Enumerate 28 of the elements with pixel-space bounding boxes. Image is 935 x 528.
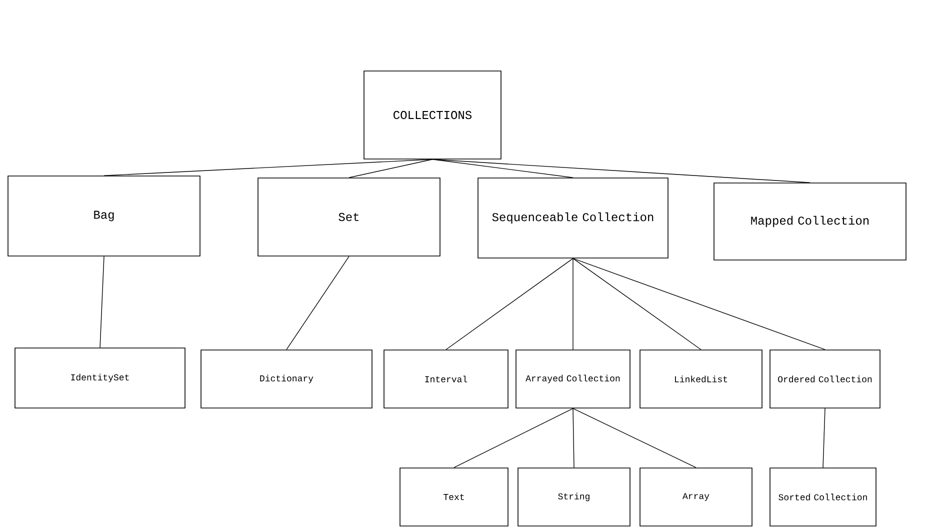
connector-line <box>286 256 350 350</box>
connector-line <box>572 258 702 350</box>
class-box: Sequenceable Collection <box>478 178 668 258</box>
class-box: Array <box>640 468 752 526</box>
class-box: Ordered Collection <box>770 350 880 408</box>
connector-line <box>104 159 433 176</box>
class-box: String <box>518 468 630 526</box>
class-box: Sorted Collection <box>770 468 876 526</box>
connector-line <box>572 408 574 468</box>
class-box: LinkedList <box>640 350 762 408</box>
connector-line <box>100 256 104 348</box>
connector-line <box>446 258 574 350</box>
class-box: Text <box>400 468 508 526</box>
connector-line <box>572 258 574 350</box>
class-box: Arrayed Collection <box>516 350 630 408</box>
class-box: Set <box>258 178 440 256</box>
class-box: Interval <box>384 350 508 408</box>
class-box: COLLECTIONS <box>364 70 502 160</box>
connector-line <box>572 408 696 468</box>
class-box: IdentitySet <box>14 348 186 408</box>
class-box: Dictionary <box>200 350 372 408</box>
connector-line <box>432 159 810 183</box>
class-box: Bag <box>8 176 200 256</box>
connector-line <box>454 408 574 468</box>
connector-line <box>348 159 433 178</box>
connector-line <box>572 258 826 350</box>
connector-line <box>822 408 826 468</box>
class-box: Mapped Collection <box>714 182 906 260</box>
